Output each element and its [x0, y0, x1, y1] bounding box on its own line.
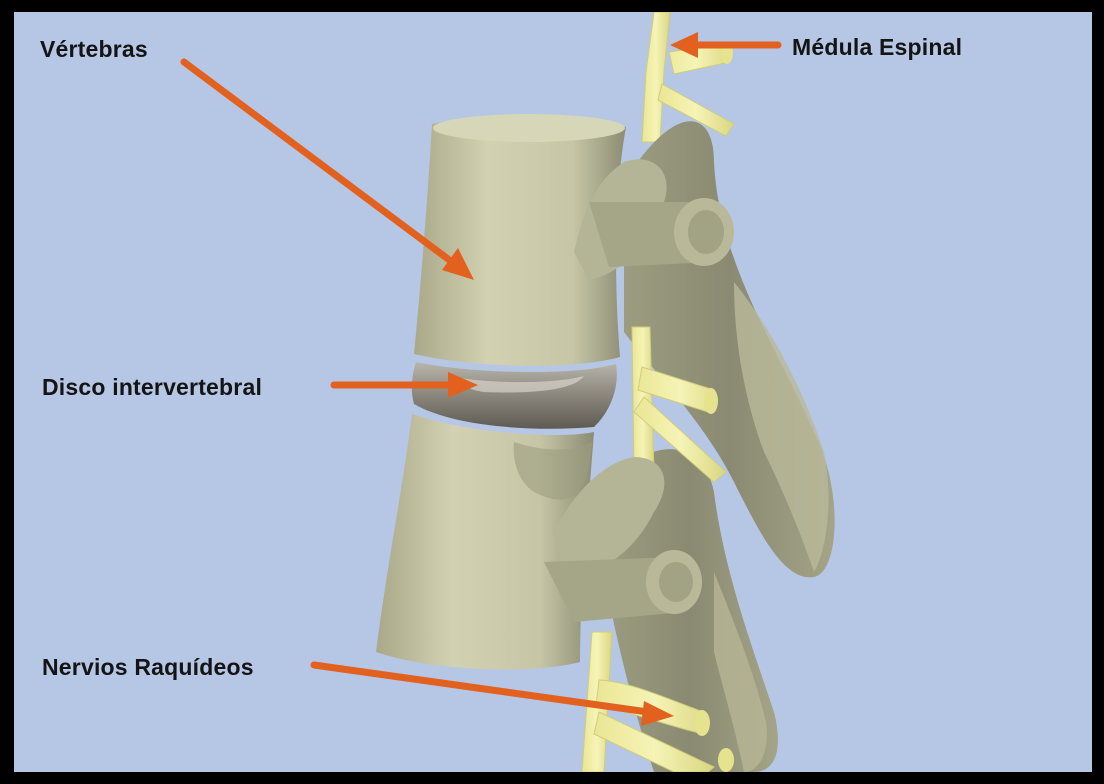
label-disco-intervertebral: Disco intervertebral: [42, 374, 262, 401]
diagram-canvas: Vértebras Médula Espinal Disco intervert…: [14, 12, 1092, 772]
nerve-root-bottom-end-2: [718, 748, 734, 772]
label-nervios-raquideos: Nervios Raquídeos: [42, 654, 254, 681]
vertebral-body-upper-top: [433, 114, 625, 142]
nerve-root-bottom-end: [694, 710, 710, 736]
label-medula-espinal: Médula Espinal: [792, 34, 962, 61]
transverse-process-lower-end-inner: [659, 562, 693, 602]
label-vertebras: Vértebras: [40, 36, 148, 63]
transverse-process-upper-end-inner: [688, 210, 724, 254]
nerve-root-middle-end: [704, 388, 718, 414]
